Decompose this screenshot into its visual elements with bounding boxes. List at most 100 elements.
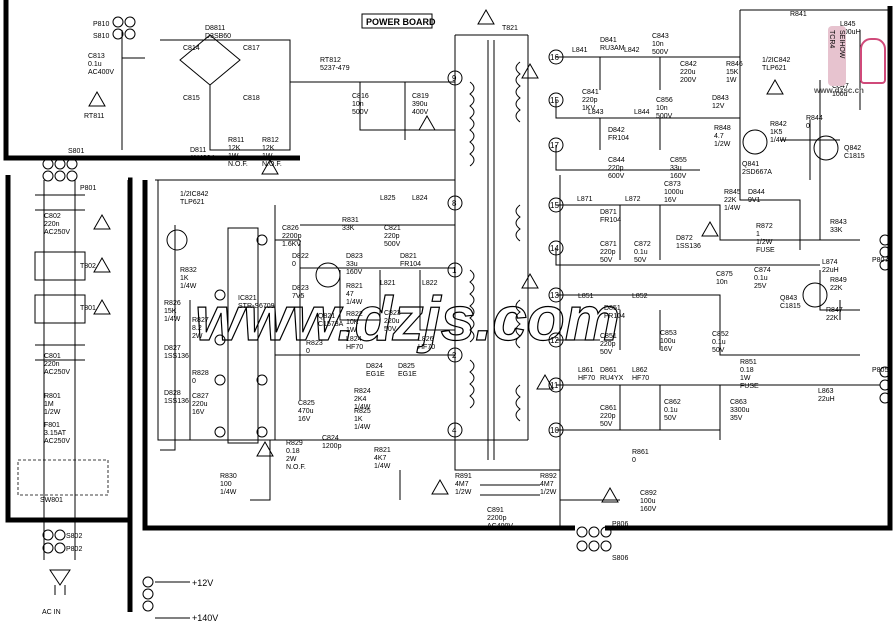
label-line: L874 <box>822 259 838 266</box>
label-line: FUSE <box>756 247 775 254</box>
label-line: D821 <box>400 253 417 260</box>
warning-icon <box>93 256 111 273</box>
label-line: 1N4004 <box>190 155 215 162</box>
label-line: D824 <box>366 363 383 370</box>
label-l842: L842 <box>624 47 640 54</box>
label-line: D8811 <box>205 25 225 32</box>
warning-icon <box>766 78 784 95</box>
label-line: R829 <box>286 440 303 447</box>
label-line: 1/2W <box>714 141 731 148</box>
label-line: EG1E <box>366 371 385 378</box>
connectors <box>42 16 891 619</box>
pin-1: 1 <box>452 266 457 275</box>
label-line: R812 <box>262 137 279 144</box>
warning-icon <box>93 298 111 315</box>
label-line: 2200p <box>487 515 507 522</box>
label-l822: L822 <box>422 280 438 287</box>
label-s801: S801 <box>68 148 84 155</box>
label-line: L824 <box>346 336 362 343</box>
label-line: 100u <box>640 498 656 505</box>
label-line: C844 <box>608 157 625 164</box>
label-line: 10n <box>352 101 364 108</box>
label-line: D851 <box>604 305 621 312</box>
label-line: 600V <box>608 173 625 180</box>
label-line: 1/4W <box>164 316 181 323</box>
label-line: 1/2IC842 <box>180 191 209 198</box>
label-line: N.O.F. <box>286 464 306 471</box>
label-line: D827 <box>164 345 181 352</box>
warning-icon <box>601 486 619 503</box>
label-line: 50V <box>664 415 677 422</box>
label-line: 35V <box>730 415 743 422</box>
label-line: F801 <box>44 422 60 429</box>
badge-site: www.dzsc.cn <box>814 86 864 95</box>
transistors <box>166 129 839 308</box>
warning-icon <box>701 220 719 237</box>
label-line: 8.2 <box>192 325 202 332</box>
label-line: 16V <box>660 346 673 353</box>
label-line: R823 <box>306 340 323 347</box>
label-line: 1 <box>756 231 760 238</box>
label-line: 160V <box>346 269 363 276</box>
label-ac-in: AC IN <box>42 609 61 616</box>
label-line: 33K <box>830 227 843 234</box>
site-watermark: www.dzjs.com <box>195 285 620 354</box>
label-line: R851 <box>740 359 757 366</box>
label-line: 0 <box>192 378 196 385</box>
label-line: R825 <box>354 408 371 415</box>
label-line: 0.1u <box>712 339 726 346</box>
label-line: 1/2IC842 <box>762 57 791 64</box>
label-line: 220u <box>192 401 208 408</box>
label-line: D872 <box>676 235 693 242</box>
label-line: D823 <box>292 285 309 292</box>
label-line: 1/4W <box>724 205 741 212</box>
label-line: R828 <box>192 370 209 377</box>
label-line: D828 <box>164 390 181 397</box>
label-line: 0.1u <box>88 61 102 68</box>
corner-badge: TCR4 SEIHOW www.dzsc.cn <box>812 8 892 98</box>
ac-input-chain <box>17 180 109 595</box>
label-line: R846 <box>726 61 743 68</box>
label-l852: L852 <box>632 293 648 300</box>
label-s802: S802 <box>66 533 82 540</box>
label-line: D3SB60 <box>205 33 231 40</box>
label-line: C821 <box>384 225 401 232</box>
label-line: C823 <box>384 310 401 317</box>
label-line: 220p <box>582 97 598 104</box>
label-line: 1/4W <box>346 299 363 306</box>
label-line: R821 <box>374 447 391 454</box>
label-line: 50V <box>384 326 397 333</box>
label-line: 100 <box>220 481 232 488</box>
label-line: C875 <box>716 271 733 278</box>
primary-wiring <box>121 30 620 501</box>
warning-icons <box>88 8 784 503</box>
label-line: 15K <box>164 308 177 315</box>
label-line: 12K <box>228 145 241 152</box>
label-line: 1/4W <box>770 137 787 144</box>
label-line: 220u <box>384 318 400 325</box>
warning-icon <box>521 272 539 289</box>
label-line: 100u <box>660 338 676 345</box>
label-line: R844 <box>806 115 823 122</box>
label-line: 1KV <box>582 105 596 112</box>
